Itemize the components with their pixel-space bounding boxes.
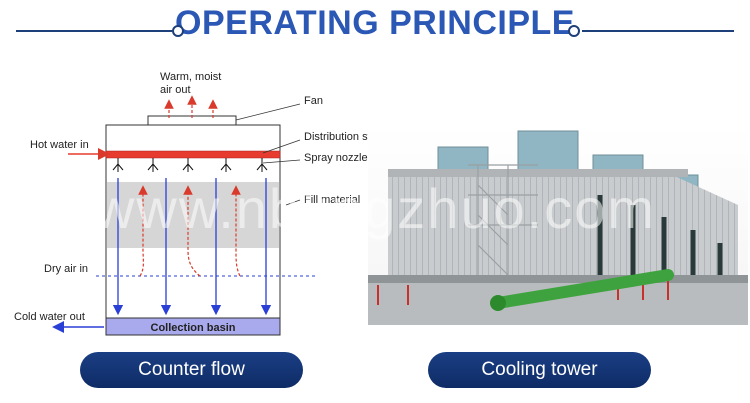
label-cold-water-out: Cold water out	[14, 311, 85, 323]
fill-material	[107, 182, 279, 248]
title-rule-left	[16, 30, 172, 32]
cooling-tower-button[interactable]: Cooling tower	[428, 352, 651, 388]
label-distribution-system: Distribution system	[304, 131, 370, 143]
collection-basin	[105, 317, 281, 336]
warm-air-arrows	[164, 95, 218, 118]
label-warm-air-line2: air out	[160, 84, 191, 96]
counter-flow-diagram: Warm, moist air out Fan Hot water in Dis…	[14, 71, 370, 336]
title-rule-right	[582, 30, 734, 32]
title-rule-right-dot	[568, 25, 580, 37]
label-collection-basin: Collection basin	[151, 322, 236, 334]
air-flow-arrows	[138, 185, 241, 277]
water-flow-arrows	[112, 178, 272, 316]
label-spray-nozzles: Spray nozzles	[304, 152, 370, 164]
label-warm-air-line1: Warm, moist	[160, 71, 221, 83]
counter-flow-button[interactable]: Counter flow	[80, 352, 303, 388]
label-dry-air-in: Dry air in	[44, 263, 88, 275]
spray-nozzles	[112, 158, 268, 172]
leader-lines	[235, 103, 301, 206]
title-rule-left-dot	[172, 25, 184, 37]
label-fan: Fan	[304, 95, 323, 107]
page-title: OPERATING PRINCIPLE	[175, 4, 575, 42]
label-fill-material: Fill material	[304, 194, 360, 206]
cooling-tower-photo	[368, 125, 748, 325]
distribution-pipe	[105, 150, 281, 159]
label-hot-water-in: Hot water in	[30, 139, 89, 151]
